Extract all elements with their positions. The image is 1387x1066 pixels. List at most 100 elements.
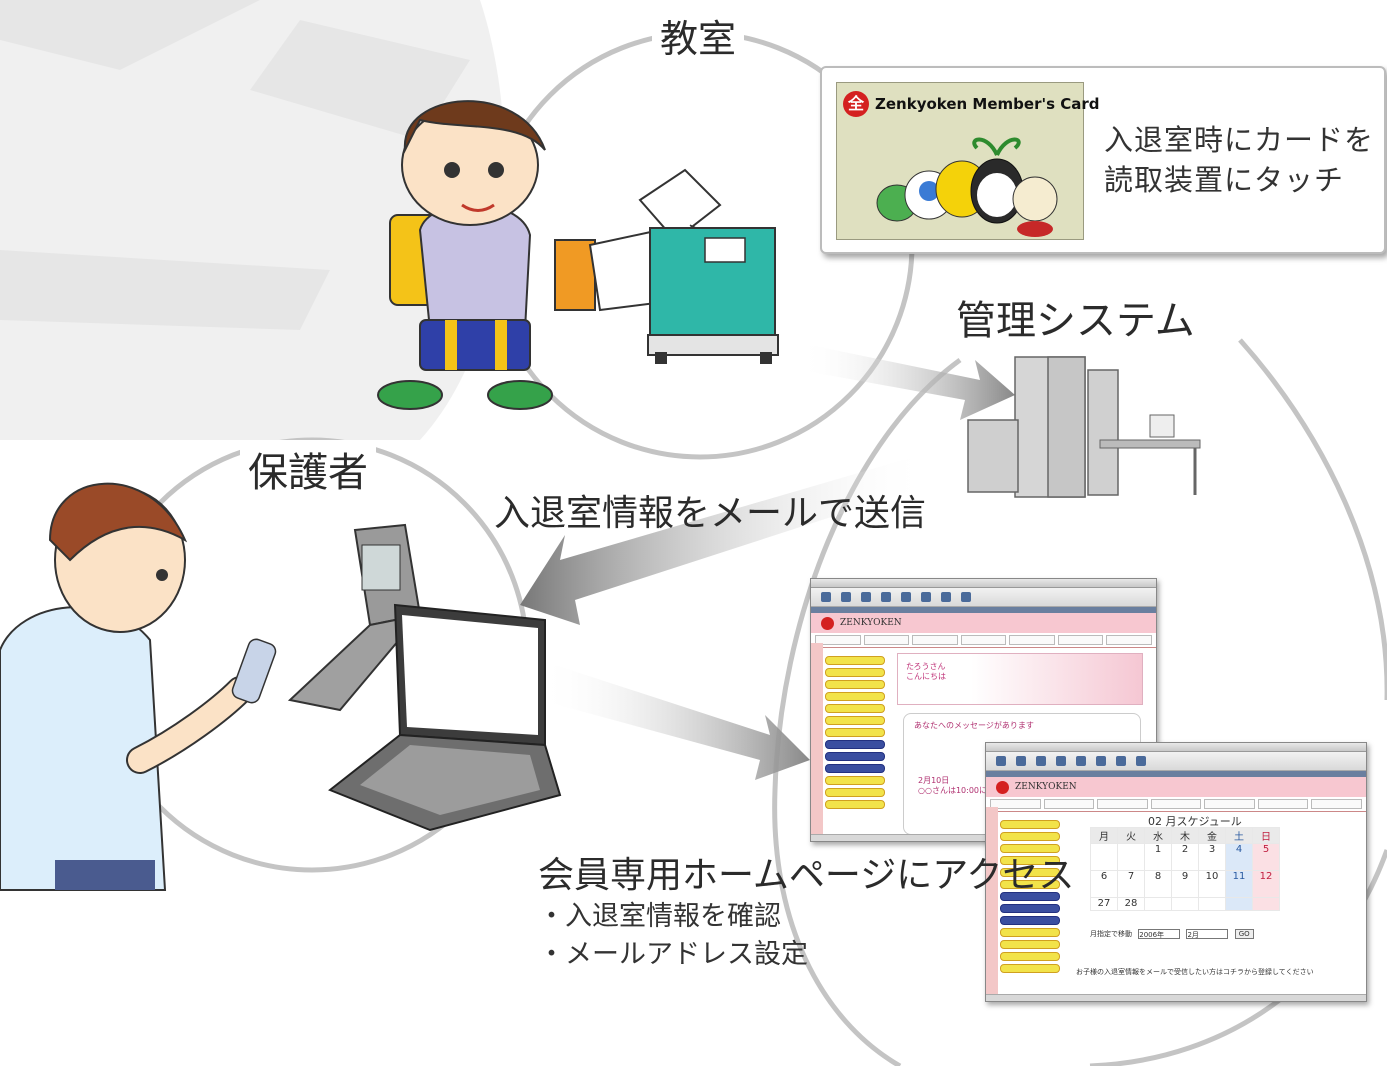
nav-tab[interactable] [960,635,1007,645]
menu-item[interactable] [825,692,885,701]
access-title: 会員専用ホームページにアクセス [538,855,1075,896]
status-bar [811,834,1156,841]
menu-item[interactable] [825,728,885,737]
month-select[interactable]: 2月 [1186,929,1229,939]
day-cell[interactable]: 2 [1171,843,1199,871]
menu-item[interactable] [1000,880,1060,889]
nav-tab[interactable] [1057,635,1104,645]
day-cell[interactable]: 7 [1117,870,1145,898]
menu-item[interactable] [1000,928,1060,937]
site-nav [986,797,1366,812]
menu-item[interactable] [825,656,885,665]
day-cell[interactable]: 12 [1252,870,1280,898]
nav-tab[interactable] [863,635,910,645]
menu-item[interactable] [1000,916,1060,925]
menu-item[interactable] [825,680,885,689]
zenkyoken-logo-icon: 全 [843,91,869,117]
day-cell[interactable] [1090,843,1118,871]
nav-tab[interactable] [1043,799,1095,809]
menu-item[interactable] [825,800,885,809]
day-cell[interactable]: 9 [1171,870,1199,898]
weekday-cell: 火 [1117,827,1145,844]
nav-tab[interactable] [815,635,861,645]
mail-icon[interactable] [1136,756,1146,766]
home-icon[interactable] [1076,756,1086,766]
forward-icon[interactable] [1016,756,1026,766]
day-cell[interactable] [1225,897,1253,911]
weekday-cell-sunday: 日 [1252,827,1280,844]
menu-item[interactable] [1000,952,1060,961]
menu-item[interactable] [1000,940,1060,949]
day-cell[interactable] [1252,897,1280,911]
nav-tab[interactable] [1257,799,1309,809]
day-cell[interactable]: 4 [1225,843,1253,871]
message-date-line2: ○○さんは10:00に [918,786,988,795]
day-cell[interactable] [1117,843,1145,871]
refresh-icon[interactable] [1056,756,1066,766]
menu-item[interactable] [825,752,885,761]
bookmark-icon[interactable] [1096,756,1106,766]
nav-tab[interactable] [1204,799,1255,809]
nav-tab[interactable] [990,799,1041,809]
card-instruction: 入退室時にカードを 読取装置にタッチ [1104,120,1374,200]
year-select[interactable]: 2006年 [1138,929,1181,939]
go-button[interactable]: GO [1234,929,1254,939]
day-cell[interactable]: 11 [1225,870,1253,898]
menu-item[interactable] [825,704,885,713]
print-icon[interactable] [1116,756,1126,766]
menu-item[interactable] [1000,820,1060,829]
nav-tab[interactable] [1106,635,1153,645]
menu-item[interactable] [825,740,885,749]
menu-item[interactable] [1000,856,1060,865]
back-icon[interactable] [821,592,831,602]
card-instruction-line2: 読取装置にタッチ [1104,163,1345,197]
menu-item[interactable] [825,668,885,677]
home-icon[interactable] [901,592,911,602]
day-cell[interactable] [1144,897,1172,911]
menu-item[interactable] [1000,964,1060,973]
menu-item[interactable] [1000,868,1060,877]
stop-icon[interactable] [1036,756,1046,766]
day-cell[interactable]: 27 [1090,897,1118,911]
mail-send-label: 入退室情報をメールで送信 [494,493,927,534]
menu-item[interactable] [825,716,885,725]
day-cell[interactable] [1171,897,1199,911]
calendar-week-row: 1 2 3 4 5 [1090,843,1280,871]
greeting-line1: たろうさん [906,662,946,671]
day-cell[interactable]: 10 [1198,870,1226,898]
side-strip [986,807,998,995]
stop-icon[interactable] [861,592,871,602]
menu-item[interactable] [825,776,885,785]
menu-item[interactable] [825,764,885,773]
nav-tab[interactable] [1009,635,1055,645]
zenkyoken-logo-icon [996,780,1009,794]
day-cell[interactable]: 3 [1198,843,1226,871]
mail-icon[interactable] [961,592,971,602]
day-cell[interactable]: 8 [1144,870,1172,898]
day-cell[interactable]: 6 [1090,870,1118,898]
print-icon[interactable] [941,592,951,602]
nav-tab[interactable] [1150,799,1202,809]
browser-window-bottom: ZENKYOKEN 02 月スケジュール 月 火 水 [985,742,1367,1002]
day-cell[interactable]: 28 [1117,897,1145,911]
menu-item[interactable] [1000,904,1060,913]
back-icon[interactable] [996,756,1006,766]
menu-item[interactable] [1000,844,1060,853]
nav-tab[interactable] [912,635,958,645]
day-cell[interactable] [1198,897,1226,911]
refresh-icon[interactable] [881,592,891,602]
menu-item[interactable] [825,788,885,797]
day-cell[interactable]: 1 [1144,843,1172,871]
nav-tab[interactable] [1097,799,1148,809]
flip-phone-illustration [287,523,423,712]
nav-tab[interactable] [1311,799,1363,809]
browser-toolbar [986,752,1366,771]
day-cell[interactable]: 5 [1252,843,1280,871]
menu-item[interactable] [1000,832,1060,841]
menu-item[interactable] [1000,892,1060,901]
bookmark-icon[interactable] [921,592,931,602]
server-illustration [967,356,1201,498]
forward-icon[interactable] [841,592,851,602]
zenkyoken-logo-icon [821,616,834,630]
